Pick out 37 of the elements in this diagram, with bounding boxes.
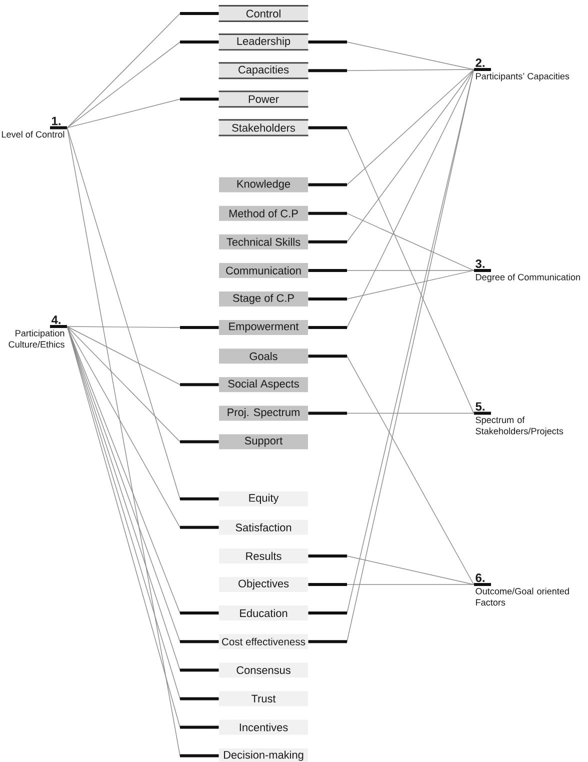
heading-number: 1. bbox=[52, 116, 60, 126]
heading-number: 2. bbox=[476, 58, 484, 67]
term-box: Leadership bbox=[218, 34, 308, 51]
term-box: Power bbox=[218, 90, 308, 108]
heading-number: 5. bbox=[476, 402, 484, 411]
term-box: Control bbox=[218, 4, 308, 22]
term-box: Consensus bbox=[219, 662, 308, 678]
term-box: Equity bbox=[219, 491, 308, 506]
term-box: Results bbox=[219, 548, 308, 564]
term-box: Proj. Spectrum bbox=[219, 406, 308, 421]
term-box: Support bbox=[219, 434, 308, 450]
term-box: Education bbox=[219, 606, 308, 621]
term-box: Technical Skills bbox=[219, 234, 308, 250]
heading-text: Participants’ Capacities bbox=[476, 72, 570, 82]
heading-text: Degree of Communication bbox=[476, 274, 580, 282]
term-box: Social Aspects bbox=[219, 377, 308, 392]
term-box: Method of C.P bbox=[219, 206, 308, 221]
term-box: Objectives bbox=[219, 577, 308, 592]
term-box: Incentives bbox=[219, 720, 308, 735]
term-box: Stage of C.P bbox=[219, 292, 308, 306]
term-box: Goals bbox=[219, 348, 308, 364]
term-box: Decision-making bbox=[219, 748, 308, 762]
heading-number: 4. bbox=[51, 316, 60, 324]
heading-number: 3. bbox=[476, 259, 484, 268]
heading-text: Level of Control bbox=[2, 130, 64, 138]
term-box: Communication bbox=[219, 262, 308, 278]
heading-number: 6. bbox=[476, 574, 484, 582]
term-box: Satisfaction bbox=[219, 520, 308, 535]
heading-text: Outcome/Goal oriented Factors bbox=[476, 588, 569, 606]
term-box: Knowledge bbox=[219, 177, 308, 192]
term-box: Trust bbox=[219, 691, 308, 706]
term-box: Stakeholders bbox=[218, 119, 308, 136]
heading-text: Spectrum of Stakeholders/Projects bbox=[476, 416, 564, 436]
term-box: Cost effectiveness bbox=[219, 634, 308, 650]
heading-text: Participation Culture/Ethics bbox=[8, 330, 64, 348]
term-box: Empowerment bbox=[219, 320, 308, 336]
term-box: Capacities bbox=[218, 62, 308, 80]
